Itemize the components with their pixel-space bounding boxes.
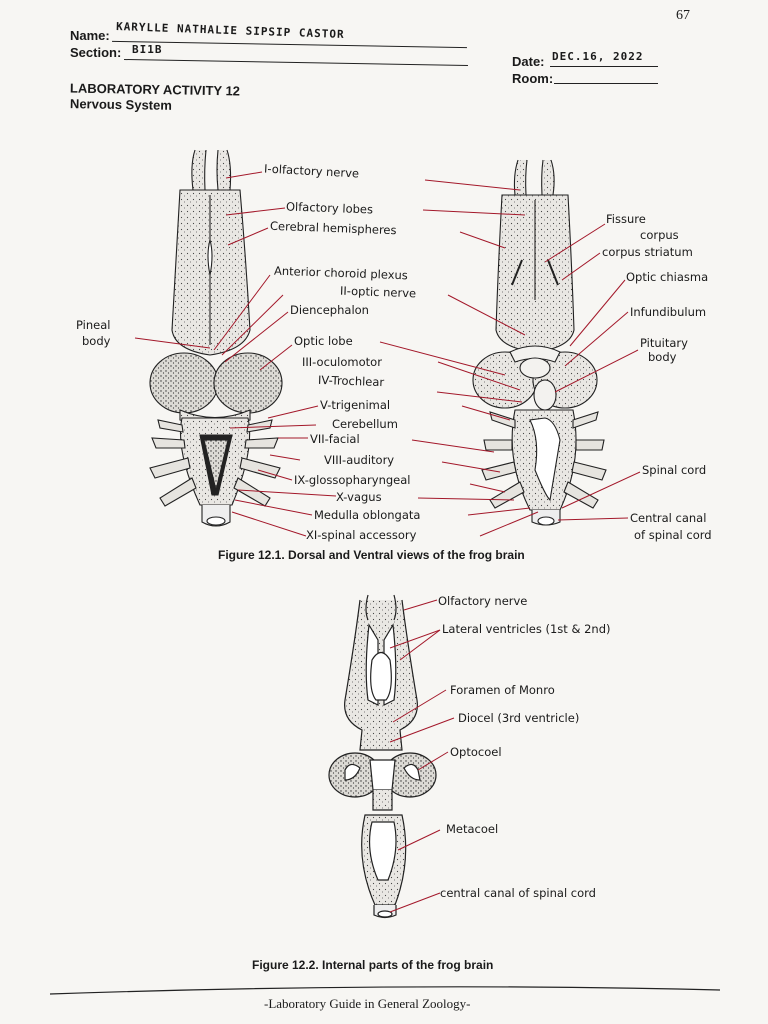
ventral-view-drawing bbox=[472, 159, 607, 526]
label-pineal-body: body bbox=[82, 334, 111, 348]
label-vagus: X-vagus bbox=[336, 490, 382, 504]
section-label: Section: bbox=[70, 45, 122, 60]
label-spinal-accessory: XI-spinal accessory bbox=[306, 528, 417, 542]
label-cerebellum: Cerebellum bbox=[332, 417, 398, 431]
label-pituitary-body: body bbox=[648, 350, 677, 364]
label-pineal: Pineal bbox=[76, 318, 111, 332]
label-auditory: VIII-auditory bbox=[324, 453, 395, 467]
label-optic-nerve: II-optic nerve bbox=[339, 283, 417, 301]
label-foramen-of-monro: Foramen of Monro bbox=[450, 683, 555, 697]
room-underline bbox=[554, 83, 658, 84]
label-infundibulum: Infundibulum bbox=[630, 305, 707, 319]
dorsal-view-drawing bbox=[149, 149, 283, 527]
label-central-canal: Central canal bbox=[630, 511, 707, 525]
label-diencephalon: Diencephalon bbox=[290, 303, 369, 317]
label-of-spinal-cord: of spinal cord bbox=[634, 528, 712, 542]
label-optic-chiasma: Optic chiasma bbox=[626, 270, 709, 284]
footer-text: -Laboratory Guide in General Zoology- bbox=[264, 996, 471, 1011]
label-internal-olfactory-nerve: Olfactory nerve bbox=[438, 594, 528, 608]
label-medulla-oblongata: Medulla oblongata bbox=[314, 508, 421, 522]
figure1-caption: Figure 12.1. Dorsal and Ventral views of… bbox=[218, 548, 525, 562]
date-value: DEC.16, 2022 bbox=[552, 50, 644, 63]
label-trigenimal: V-trigenimal bbox=[320, 398, 391, 412]
label-optic-lobe: Optic lobe bbox=[294, 334, 353, 348]
label-corpus: corpus bbox=[640, 228, 679, 242]
page-number: 67 bbox=[676, 8, 690, 23]
footer-rule bbox=[49, 986, 721, 995]
label-corpus-striatum: corpus striatum bbox=[602, 245, 693, 259]
date-label: Date: bbox=[512, 54, 545, 69]
label-metacoel: Metacoel bbox=[446, 822, 499, 836]
label-lateral-ventricles: Lateral ventricles (1st & 2nd) bbox=[442, 622, 611, 636]
label-oculomotor: III-oculomotor bbox=[302, 355, 382, 369]
label-glossopharyngeal: IX-glossopharyngeal bbox=[294, 473, 411, 487]
label-olfactory-lobes: Olfactory lobes bbox=[285, 199, 374, 217]
label-facial: VII-facial bbox=[310, 432, 360, 446]
label-spinal-cord: Spinal cord bbox=[642, 463, 707, 477]
figure2-caption: Figure 12.2. Internal parts of the frog … bbox=[252, 958, 494, 972]
label-central-canal-internal: central canal of spinal cord bbox=[440, 886, 596, 900]
date-underline bbox=[550, 66, 658, 67]
leader-lines bbox=[134, 171, 641, 913]
label-pituitary: Pituitary bbox=[640, 336, 688, 350]
room-label: Room: bbox=[512, 71, 554, 86]
label-diocel: Diocel (3rd ventricle) bbox=[458, 711, 580, 725]
section-value: BI1B bbox=[132, 43, 163, 56]
label-trochlear: IV-Trochlear bbox=[317, 372, 385, 390]
name-label: Name: bbox=[70, 28, 110, 43]
internal-view-drawing bbox=[328, 594, 437, 919]
label-fissure: Fissure bbox=[606, 212, 646, 226]
label-optocoel: Optocoel bbox=[450, 745, 502, 759]
